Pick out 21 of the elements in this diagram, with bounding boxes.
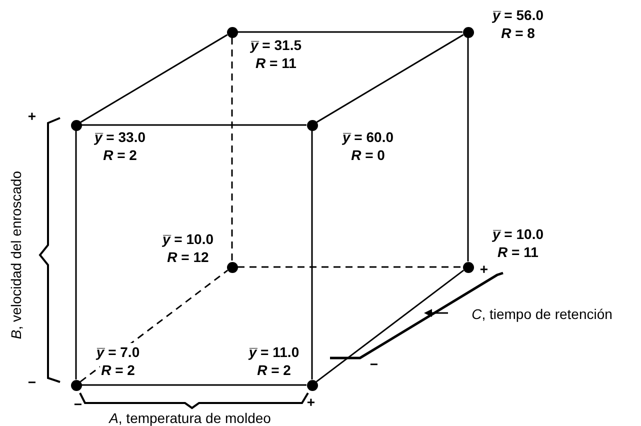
sign-label: − — [26, 374, 38, 390]
sign-label: − — [368, 356, 380, 372]
cube-edge-line — [316, 34, 464, 123]
cube-edge-line — [80, 34, 228, 123]
hidden-edge-line — [238, 266, 462, 268]
hidden-edge-line — [231, 38, 233, 262]
axis-label: C, tiempo de retención — [470, 306, 614, 322]
axis-label: B, velocidad del enroscado — [8, 170, 24, 342]
sign-label: + — [26, 108, 38, 124]
cube-edge-line — [316, 270, 464, 382]
cube-edge-line — [238, 31, 462, 33]
cube-edge-line — [467, 38, 469, 262]
sign-label: + — [306, 394, 316, 410]
sign-label: + — [478, 261, 490, 277]
value-label: y̅ = 7.0 — [95, 343, 141, 361]
cube-edge-line — [75, 130, 77, 380]
cube-edge-line — [82, 384, 306, 386]
cube-edge-line — [82, 124, 306, 126]
cube-edge-line — [311, 130, 313, 380]
axis-label: A, temperatura de moldeo — [108, 410, 272, 426]
sign-label: − — [72, 396, 84, 412]
